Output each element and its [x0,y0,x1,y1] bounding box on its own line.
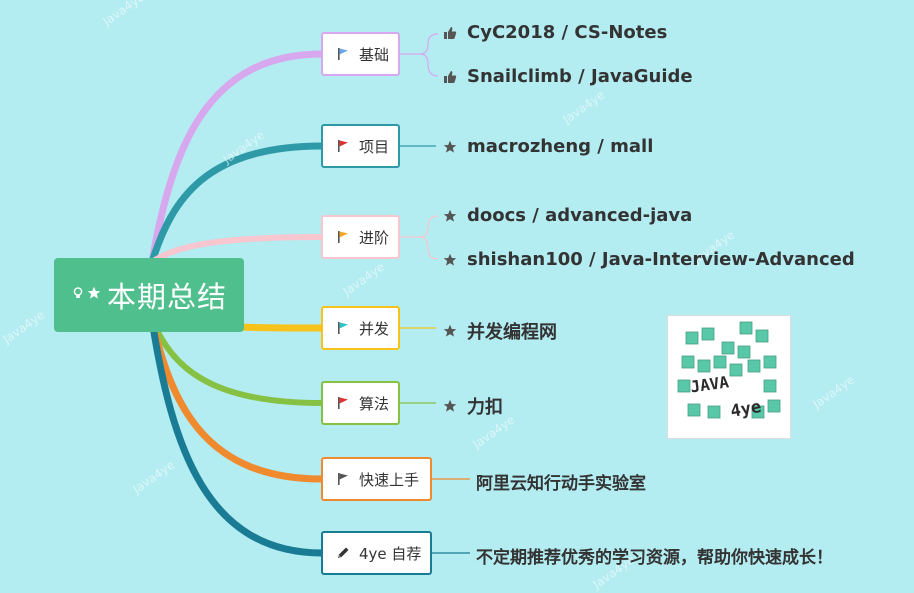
branch-suanfa[interactable]: 算法 [321,381,400,425]
thumbs-up-icon [444,26,457,39]
logo-cube [751,405,765,419]
star-icon [443,253,457,266]
leaf-item[interactable]: doocs / advanced-java [443,205,692,226]
java4ye-logo: JAVA 4ye [667,315,791,439]
leaf-label: 不定期推荐优秀的学习资源，帮助你快速成长！ [476,548,833,568]
logo-cube [701,327,715,341]
logo-graphic: JAVA 4ye [677,321,781,422]
flag-icon [338,48,348,60]
branch-connector [148,316,326,557]
logo-cube [721,341,735,355]
logo-cube [713,355,727,369]
leaf-connector [400,215,439,238]
star-icon [443,324,457,337]
branch-label: 算法 [359,394,390,413]
branch-label: 项目 [359,137,390,156]
branch-label: 进阶 [359,228,390,247]
leaf-item[interactable]: shishan100 / Java-Interview-Advanced [443,249,855,270]
leaf-label: CyC2018 / CS-Notes [467,22,668,43]
logo-cube [687,403,701,417]
logo-text-top: JAVA [689,372,730,396]
leaf-connector [419,236,439,260]
logo-cube [737,345,751,359]
branch-connector [149,234,325,265]
logo-cube [739,321,753,335]
leaf-label: 阿里云知行动手实验室 [476,474,646,494]
flag-icon [338,322,348,334]
branch-jichu[interactable]: 基础 [321,32,400,76]
leaf-label: 并发编程网 [467,322,557,343]
star-icon [443,140,457,153]
star-icon [87,286,101,304]
leaf-item[interactable]: 不定期推荐优秀的学习资源，帮助你快速成长！ [476,543,833,568]
logo-cube [707,405,721,419]
logo-cube [729,363,743,377]
leaf-item[interactable]: CyC2018 / CS-Notes [443,22,667,43]
star-icon [443,209,457,222]
root-label: 本期总结 [106,280,227,314]
star-icon [443,399,457,412]
leaf-item[interactable]: 并发编程网 [443,318,557,344]
thumbs-up-icon [444,70,457,83]
flag-icon [338,231,348,243]
flag-icon [338,473,348,485]
pencil-icon [338,547,349,558]
branch-label: 4ye 自荐 [359,544,422,563]
logo-cube [763,355,777,369]
root-topic[interactable]: 本期总结 [54,258,244,332]
logo-cube [685,331,699,345]
branch-label: 并发 [359,319,390,338]
leaf-label: Snailclimb / JavaGuide [467,66,693,87]
logo-cube [763,379,777,393]
branch-connector [148,142,326,266]
leaf-item[interactable]: Snailclimb / JavaGuide [443,66,693,87]
logo-cube [747,359,761,373]
leaf-item[interactable]: 力扣 [443,393,503,419]
leaf-item[interactable]: 阿里云知行动手实验室 [476,469,646,494]
leaf-label: doocs / advanced-java [467,205,693,226]
branch-kuaisu[interactable]: 快速上手 [321,457,432,501]
logo-cube [755,329,769,343]
branch-connector [148,50,326,266]
branch-connector [149,317,325,406]
branch-zijian[interactable]: 4ye 自荐 [321,531,432,575]
logo-cube [677,379,691,393]
flag-icon [338,397,348,409]
branch-jinjie[interactable]: 进阶 [321,215,400,259]
branch-bingfa[interactable]: 并发 [321,306,400,350]
branch-label: 基础 [359,45,390,64]
logo-cube [697,359,711,373]
branch-label: 快速上手 [359,470,420,489]
leaf-item[interactable]: macrozheng / mall [443,136,653,157]
leaf-connector [419,53,439,77]
branch-xiangmu[interactable]: 项目 [321,124,400,168]
logo-cube [767,399,781,413]
leaf-label: shishan100 / Java-Interview-Advanced [467,249,855,270]
lightbulb-icon [71,286,85,304]
logo-cube [681,355,695,369]
flag-icon [338,140,348,152]
leaf-label: 力扣 [467,397,503,418]
leaf-label: macrozheng / mall [467,136,654,157]
leaf-connector [400,33,439,55]
